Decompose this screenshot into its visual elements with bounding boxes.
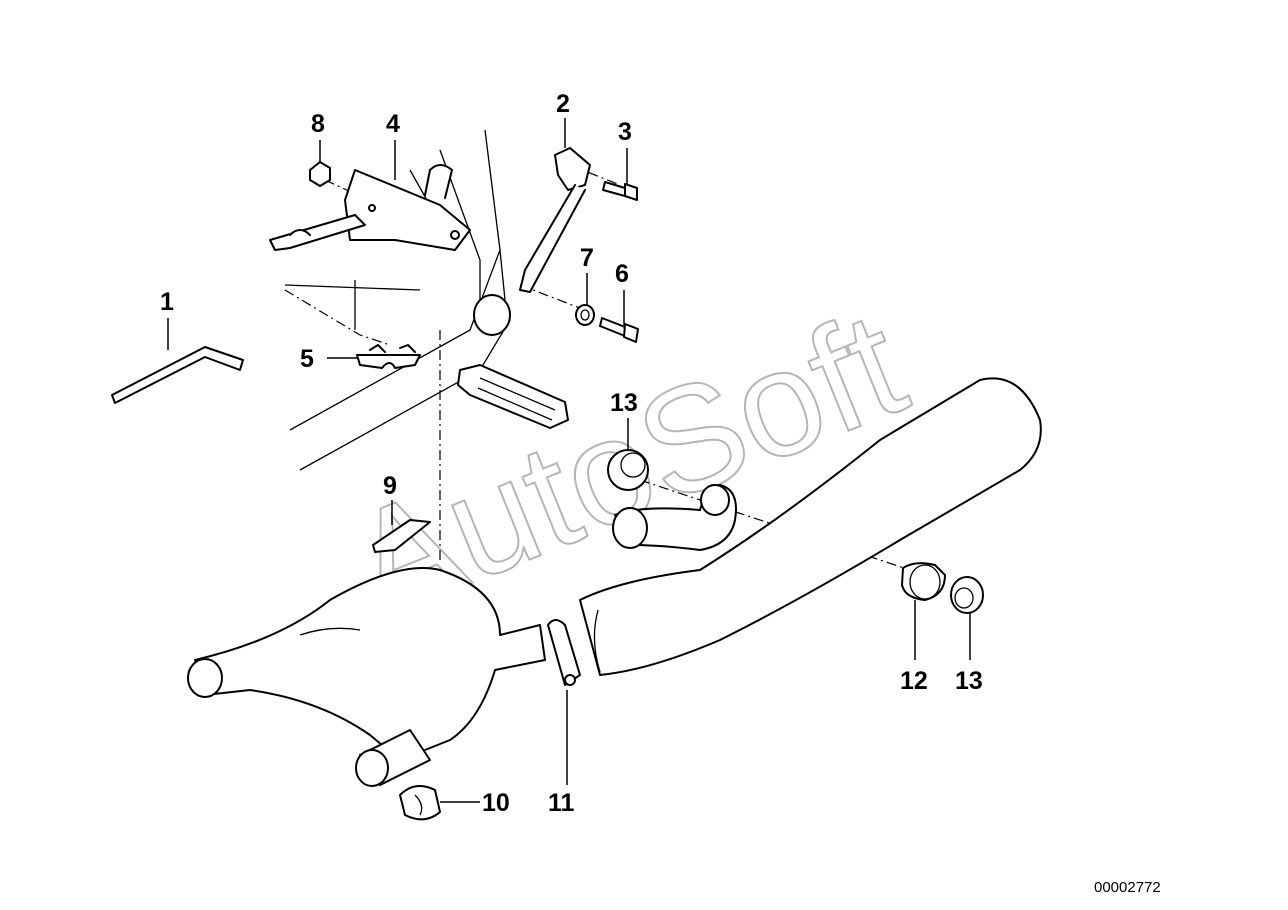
muffler — [579, 377, 1042, 676]
part-10-sleeve — [399, 785, 441, 821]
part-13-cap-lower — [950, 576, 984, 614]
part-3-bolt — [602, 181, 638, 201]
exhaust-manifold — [187, 567, 546, 787]
callout-7: 7 — [580, 244, 594, 272]
part-8-nut — [309, 161, 331, 187]
callout-1: 1 — [160, 288, 174, 316]
callout-10: 10 — [482, 789, 510, 817]
part-11-pipe-clamp — [547, 619, 581, 686]
callout-6: 6 — [615, 260, 629, 288]
callout-2: 2 — [556, 90, 570, 118]
callout-8: 8 — [311, 110, 325, 138]
callout-9: 9 — [383, 472, 397, 500]
leader-lines — [167, 118, 971, 803]
callout-5: 5 — [300, 345, 314, 373]
callout-3: 3 — [618, 118, 632, 146]
footrest-peg — [457, 364, 569, 429]
callout-13-upper: 13 — [610, 389, 638, 417]
part-7-washer — [575, 304, 595, 326]
part-9-pad — [372, 519, 431, 553]
callout-11: 11 — [548, 789, 575, 817]
document-id: 00002772 — [1094, 879, 1161, 896]
part-13-grommet-upper — [607, 449, 649, 491]
part-12-bushing — [901, 562, 946, 601]
callout-12: 12 — [900, 667, 928, 695]
part-2-clamp — [519, 147, 591, 293]
callout-13-lower: 13 — [955, 667, 983, 695]
callout-4: 4 — [386, 110, 400, 138]
part-1-hex-key — [111, 346, 244, 404]
callout-labels: 1 2 3 4 5 6 7 8 9 10 11 12 13 13 — [160, 90, 983, 817]
part-5-clamp — [356, 344, 421, 369]
part-6-bolt — [599, 317, 639, 343]
part-4-footrest-bracket — [269, 164, 471, 251]
